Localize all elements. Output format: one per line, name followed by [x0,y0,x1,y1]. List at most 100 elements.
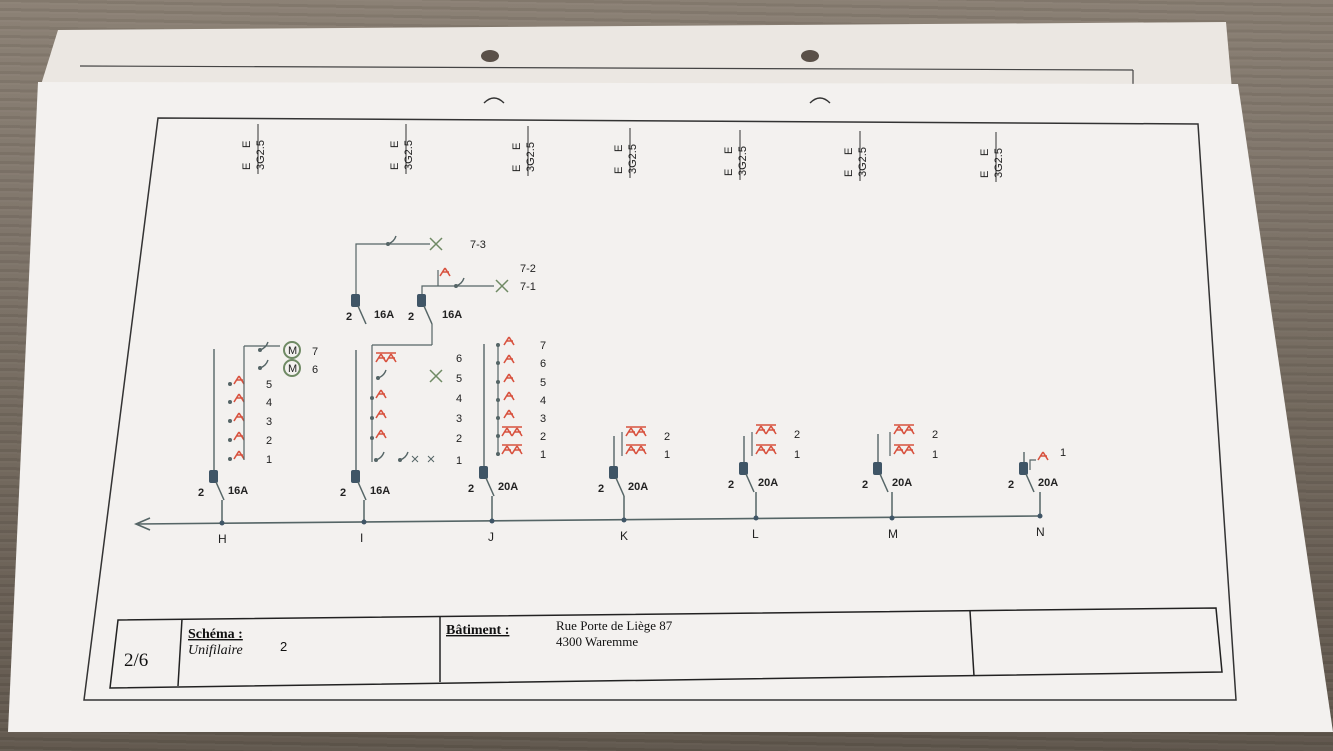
punch-hole-mark-left [483,97,505,104]
cable-spec-k: 3G2.5 [627,144,639,174]
m-socket-2-a [893,425,905,435]
breaker-rating-l: 20A [758,477,778,489]
j-label-7: 7 [540,340,546,352]
h-socket-5 [233,375,245,385]
i-upper-rating-2: 16A [442,309,462,321]
breaker-k-handle [609,466,618,479]
breaker-i-contact [357,481,367,501]
i-label-7-1: 7-1 [520,281,536,293]
j-label-4: 4 [540,395,546,407]
cable-spec-m: 3G2.5 [857,147,869,177]
i-upper-poles-2: 2 [408,311,414,323]
m-label-2: 2 [932,429,938,441]
cable-spec-h: 3G2.5 [255,140,267,170]
i-branch-7-3 [355,243,430,294]
i-upper-breaker-2-contact [423,305,433,325]
j-socket-4 [503,391,515,401]
n-socket-1 [1037,451,1049,461]
j-label-3: 3 [540,413,546,425]
j-tap-5 [496,380,500,384]
cable-mark-top-i: E [389,141,401,148]
l-socket-2-a [755,425,767,435]
j-label-5: 5 [540,377,546,389]
cable-mark-top-l: E [723,147,735,154]
cable-mark-top-h: E [241,141,253,148]
circuit-letter-i: I [360,531,363,545]
i-upper-rating-1: 16A [374,309,394,321]
h-socket-2 [233,431,245,441]
i-tap-4 [370,396,374,400]
j-socket-1-a [501,445,513,455]
breaker-i-handle [351,470,360,483]
i-lamp-7-1 [495,279,509,293]
cable-spec-n: 3G2.5 [993,148,1005,178]
breaker-rating-m: 20A [892,477,912,489]
l-label-1: 1 [794,449,800,461]
k-socket-1-b [635,445,647,455]
cable-mark-bottom-j: E [511,165,523,172]
drawing-border [83,117,1237,701]
i-tap-2 [370,436,374,440]
l-socket-1-a [755,445,767,455]
i-socket-2 [375,429,387,439]
j-tap-3 [496,416,500,420]
j-tap-4 [496,398,500,402]
page-number: 2/6 [124,650,148,671]
i-socket-6-b [385,353,397,363]
breaker-poles-m: 2 [862,479,868,491]
i-upper-breaker-2-handle [417,294,426,307]
cable-mark-bottom-h: E [241,163,253,170]
back-sheet-frame-line [79,65,1134,71]
m-socket-2-b [903,425,915,435]
circuit-letter-l: L [752,527,759,541]
m-socket-1-a [893,445,905,455]
cable-mark-bottom-m: E [843,170,855,177]
j-tap-7 [496,343,500,347]
i-label-4: 4 [456,393,462,405]
h-label-4: 4 [266,397,272,409]
i-switch-1b-blade [399,451,409,461]
h-tap-3 [228,419,232,423]
n-label-1: 1 [1060,447,1066,459]
i-switch-5-blade [377,369,387,379]
breaker-rating-k: 20A [628,481,648,493]
i-socket-3 [375,409,387,419]
breaker-poles-h: 2 [198,487,204,499]
h-tap-2 [228,438,232,442]
cable-mark-top-m: E [843,148,855,155]
bus-junction-i [361,519,367,525]
k-label-2: 2 [664,431,670,443]
m-label-1: 1 [932,449,938,461]
j-socket-7 [503,336,515,346]
h-motor-7-label: M [288,345,297,357]
h-label-2: 2 [266,435,272,447]
h-motor-6 [283,359,301,377]
j-label-2: 2 [540,431,546,443]
h-label-6: 6 [312,364,318,376]
h-motor-7 [283,341,301,359]
h-tap-1 [228,457,232,461]
circuit-letter-m: M [888,527,898,541]
i-lamps-1 [411,455,435,463]
j-tap-2 [496,434,500,438]
i-upper-poles-1: 2 [346,311,352,323]
circuit-letter-n: N [1036,525,1045,539]
breaker-m-handle [873,462,882,475]
h-motor-6-label: M [288,363,297,375]
bus-junction-k [621,517,627,523]
cable-mark-top-k: E [613,145,625,152]
k-socket-1-a [625,445,637,455]
l-label-2: 2 [794,429,800,441]
h-label-3: 3 [266,416,272,428]
j-socket-3 [503,409,515,419]
cable-mark-bottom-l: E [723,169,735,176]
m-socket-1-b [903,445,915,455]
breaker-m-contact [879,473,889,493]
schema-number: 2 [280,639,287,654]
j-socket-1-b [511,445,523,455]
h-label-7: 7 [312,346,318,358]
breaker-j-handle [479,466,488,479]
breaker-rating-h: 16A [228,485,248,497]
n-branch-line [1029,459,1036,470]
j-socket-6 [503,354,515,364]
